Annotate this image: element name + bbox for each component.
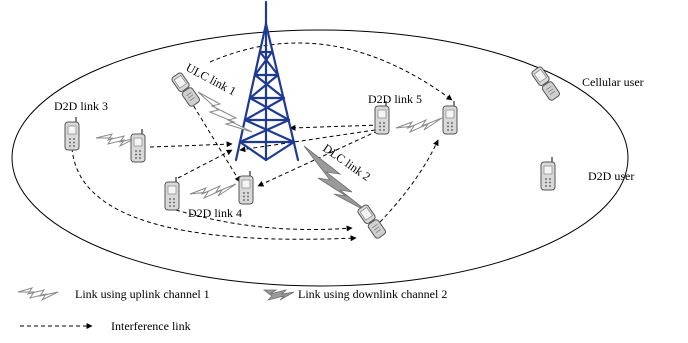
legend-cellular-user-label: Cellular user [582, 75, 644, 89]
uplink-lightning-d2d3 [95, 133, 137, 148]
interference-arrow [189, 99, 241, 183]
cellular-user-dlc [356, 203, 388, 240]
uplink-lightning-d2d4 [189, 183, 237, 200]
d2d-user-4b [238, 170, 254, 205]
interference-arrow [149, 141, 233, 148]
interference-arrow [71, 147, 357, 242]
legend-d2d-user: D2D user [540, 156, 634, 191]
legend-uplink-label: Link using uplink channel 1 [75, 287, 210, 301]
legend-d2d-user-label: D2D user [588, 169, 634, 183]
interference-arrow [177, 149, 233, 179]
d2d-user-5b [442, 100, 458, 135]
interference-arrow [175, 209, 353, 232]
uplink-lightning-d2d5 [395, 117, 443, 134]
interference-arrow [257, 127, 385, 187]
interference-arrow [289, 124, 381, 131]
d2d-user-3b [130, 128, 146, 163]
legend-interference-label: Interference link [111, 319, 191, 333]
cell-tower-icon [234, 0, 300, 162]
downlink-legend-icon [262, 289, 295, 301]
interference-arrow [209, 42, 453, 101]
label-d2d-link-3: D2D link 3 [54, 99, 108, 113]
label-d2d-link-4: D2D link 4 [188, 206, 242, 220]
interference-arrow [379, 139, 439, 223]
legend-interference: Interference link [20, 319, 191, 333]
legend-uplink: Link using uplink channel 1 [17, 287, 210, 302]
legend-cellular-user: Cellular user [530, 65, 644, 102]
interference-links [71, 42, 453, 242]
uplink-legend-icon [17, 287, 59, 302]
uplink-lightning-ulc [197, 91, 253, 133]
label-d2d-link-5: D2D link 5 [368, 92, 422, 106]
legend-downlink-label: Link using downlink channel 2 [298, 287, 447, 301]
d2d-user-3a [64, 116, 80, 151]
d2d-user-4a [164, 176, 180, 211]
legend-downlink: Link using downlink channel 2 [262, 287, 447, 301]
interference-arrow [239, 129, 376, 153]
cell-boundary [11, 29, 629, 287]
